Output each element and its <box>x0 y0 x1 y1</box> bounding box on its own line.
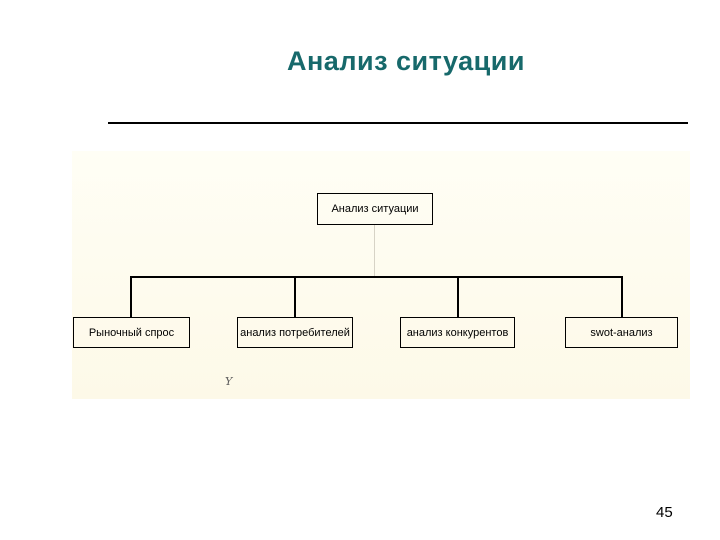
connector-horizontal-bar <box>130 276 623 278</box>
connector-drop-market-demand <box>130 276 132 318</box>
org-box-consumer-analysis: анализ потребителей <box>237 317 353 348</box>
org-box-consumer-analysis-label: анализ потребителей <box>240 326 350 339</box>
org-box-root-situation-analysis: Анализ ситуации <box>317 193 433 225</box>
connector-drop-competitor-analysis <box>457 276 459 318</box>
connector-root-to-bar <box>374 225 375 277</box>
stray-y-mark: Y <box>225 375 233 388</box>
title-divider-line <box>108 122 688 124</box>
org-box-competitor-analysis-label: анализ конкурентов <box>406 326 509 339</box>
org-box-market-demand: Рыночный спрос <box>73 317 190 348</box>
diagram-panel <box>72 151 690 399</box>
slide-title: Анализ ситуации <box>287 46 525 76</box>
slide-page-number: 45 <box>656 504 673 521</box>
org-box-market-demand-label: Рыночный спрос <box>88 326 175 339</box>
connector-drop-consumer-analysis <box>294 276 296 318</box>
org-box-root-label: Анализ ситуации <box>331 203 419 215</box>
connector-drop-swot-analysis <box>621 276 623 318</box>
org-box-swot-analysis-label: swot-анализ <box>590 326 653 339</box>
org-box-swot-analysis: swot-анализ <box>565 317 678 348</box>
org-box-competitor-analysis: анализ конкурентов <box>400 317 515 348</box>
